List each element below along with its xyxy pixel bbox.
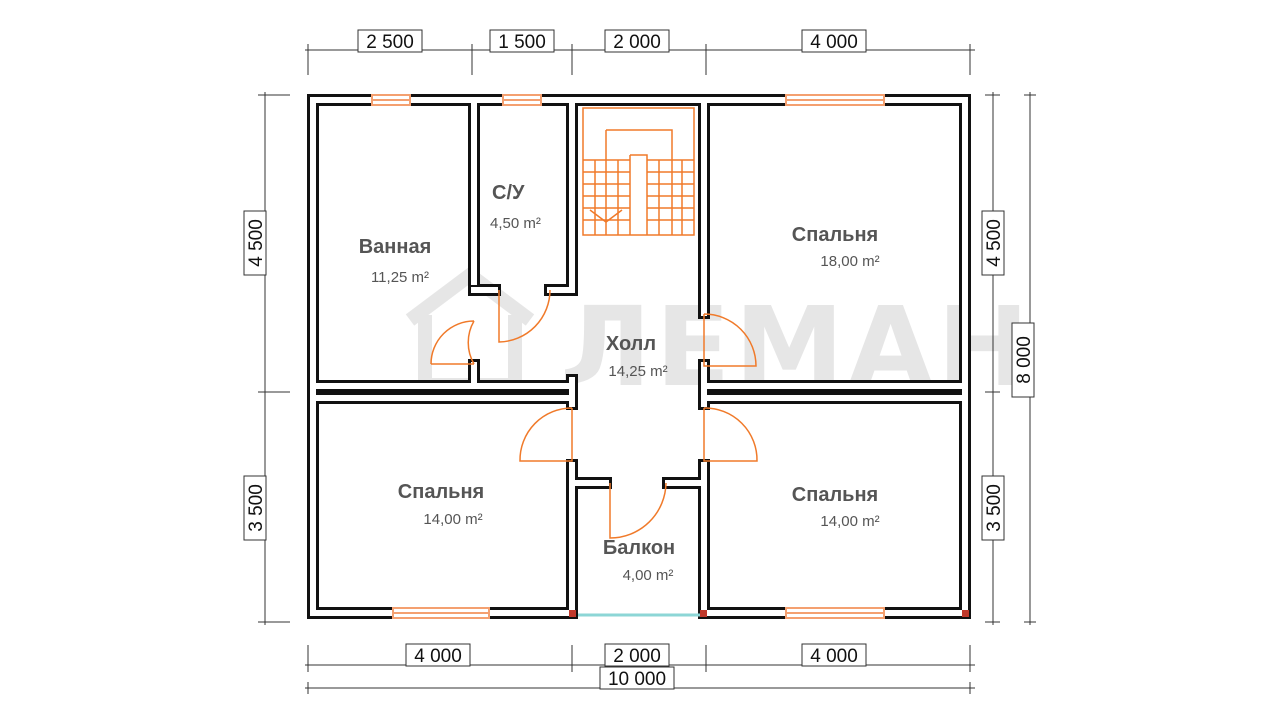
dim-left-1: 4 500 bbox=[246, 219, 267, 267]
dim-total-width: 10 000 bbox=[608, 669, 666, 690]
door-wc bbox=[498, 289, 551, 343]
room-name-wc: С/У bbox=[492, 182, 525, 204]
room-name-bathroom: Ванная bbox=[359, 236, 432, 258]
room-area-wc: 4,50 m² bbox=[490, 215, 541, 232]
door-bath bbox=[430, 320, 475, 365]
door-bedroom-sw bbox=[519, 407, 573, 462]
door-bedroom-ne bbox=[703, 313, 757, 367]
dim-right-2: 3 500 bbox=[984, 484, 1005, 532]
windows bbox=[371, 94, 885, 619]
room-name-hall: Холл bbox=[606, 333, 656, 355]
door-bedroom-se bbox=[703, 407, 758, 462]
room-name-bedroom-sw: Спальня bbox=[398, 481, 484, 503]
room-name-balcony: Балкон bbox=[603, 537, 675, 559]
dim-bottom-2: 2 000 bbox=[613, 646, 661, 667]
dim-bottom-3: 4 000 bbox=[810, 646, 858, 667]
room-area-hall: 14,25 m² bbox=[608, 363, 667, 380]
doors bbox=[430, 289, 758, 539]
dim-top-4: 4 000 bbox=[810, 32, 858, 53]
dim-top-1: 2 500 bbox=[366, 32, 414, 53]
dim-top-2: 1 500 bbox=[498, 32, 546, 53]
dimension-labels: 2 500 1 500 2 000 4 000 4 000 2 000 4 00… bbox=[243, 29, 1035, 690]
dim-right-1: 4 500 bbox=[984, 219, 1005, 267]
room-area-bedroom-ne: 18,00 m² bbox=[820, 253, 879, 270]
room-name-bedroom-se: Спальня bbox=[792, 484, 878, 506]
dim-top-3: 2 000 bbox=[613, 32, 661, 53]
room-area-bedroom-sw: 14,00 m² bbox=[423, 511, 482, 528]
dim-left-2: 3 500 bbox=[246, 484, 267, 532]
room-labels: Ванная 11,25 m² С/У 4,50 m² Спальня 18,0… bbox=[359, 182, 880, 584]
staircase bbox=[582, 107, 695, 236]
dim-total-height: 8 000 bbox=[1014, 336, 1035, 384]
door-balcony bbox=[609, 482, 667, 539]
room-area-balcony: 4,00 m² bbox=[623, 567, 674, 584]
room-area-bathroom: 11,25 m² bbox=[371, 269, 429, 286]
dim-bottom-1: 4 000 bbox=[414, 646, 462, 667]
balcony-posts bbox=[569, 610, 969, 617]
room-area-bedroom-se: 14,00 m² bbox=[820, 513, 879, 530]
room-name-bedroom-ne: Спальня bbox=[792, 224, 878, 246]
